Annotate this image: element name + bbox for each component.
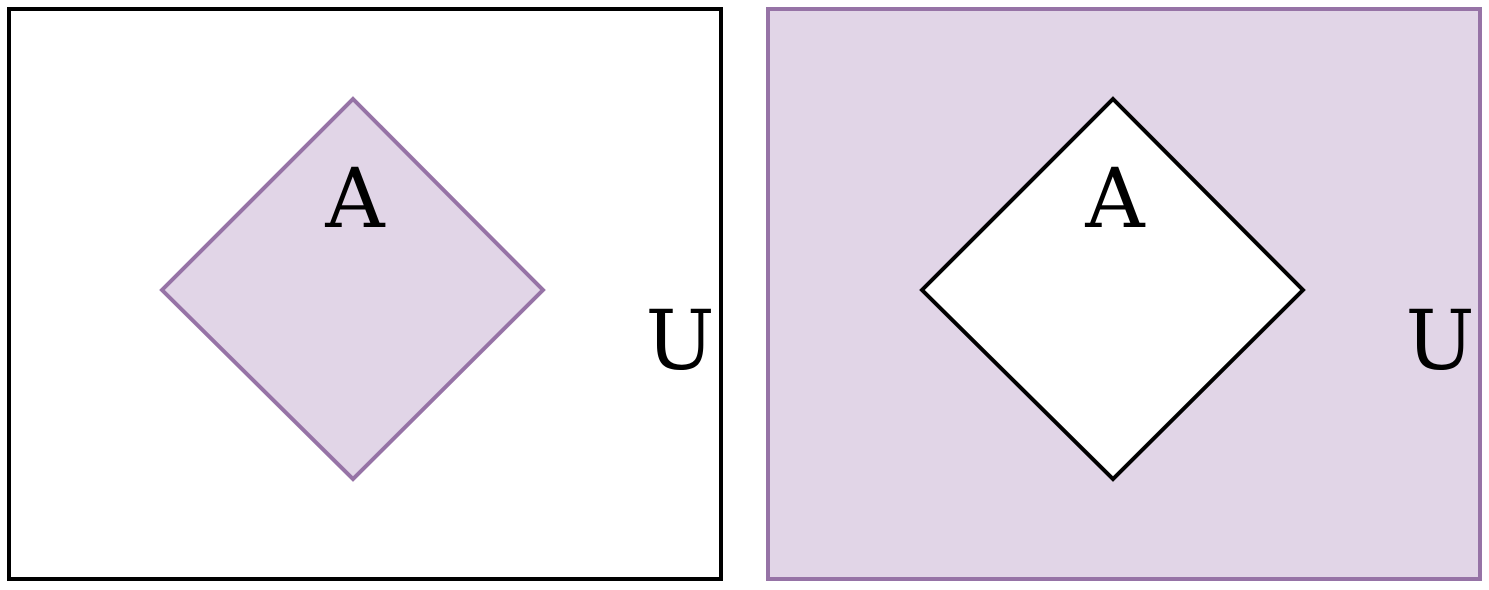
panel-set-a-shaded: A U bbox=[7, 7, 723, 581]
set-a-diamond bbox=[919, 96, 1306, 482]
set-a-diamond bbox=[159, 96, 546, 482]
universe-label: U bbox=[645, 294, 714, 389]
set-a-label: A bbox=[1084, 152, 1146, 247]
panel-complement-shaded: A U bbox=[766, 7, 1482, 581]
universe-label: U bbox=[1405, 294, 1474, 389]
set-a-label: A bbox=[324, 152, 386, 247]
